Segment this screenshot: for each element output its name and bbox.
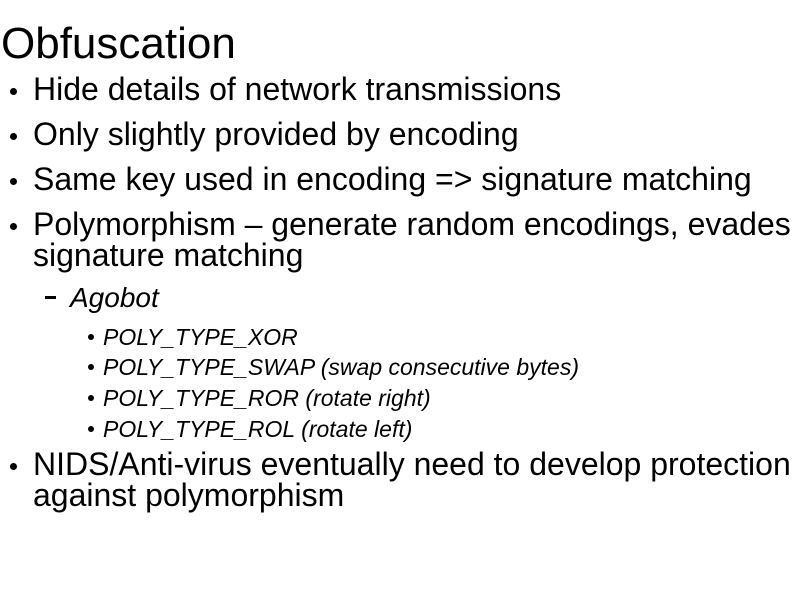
bullet-item: Same key used in encoding => signature m… — [33, 161, 752, 197]
bullet-dot-icon — [88, 395, 94, 401]
bullet-item: Hide details of network transmissions — [33, 71, 562, 107]
sub-sub-bullet-item: POLY_TYPE_XOR — [103, 324, 298, 350]
slide-title: Obfuscation — [1, 19, 236, 68]
bullet-dot-icon — [88, 364, 94, 370]
sub-sub-bullet-item: POLY_TYPE_ROL (rotate left) — [103, 416, 413, 442]
bullet-dot-icon — [10, 178, 17, 185]
bullet-dot-icon — [10, 463, 17, 470]
bullet-line: Polymorphism – generate random encodings… — [33, 206, 791, 242]
bullet-dot-icon — [10, 88, 17, 95]
bullet-line: against polymorphism — [33, 477, 345, 513]
bullet-line: signature matching — [33, 237, 304, 273]
bullet-dot-icon — [88, 426, 94, 432]
bullet-dot-icon — [10, 133, 17, 140]
dash-bullet-icon — [45, 296, 56, 299]
bullet-dot-icon — [10, 223, 17, 230]
sub-sub-bullet-item: POLY_TYPE_SWAP (swap consecutive bytes) — [103, 354, 579, 380]
bullet-item: NIDS/Anti-virus eventually need to devel… — [33, 446, 791, 513]
bullet-line: NIDS/Anti-virus eventually need to devel… — [33, 446, 791, 482]
bullet-item: Only slightly provided by encoding — [33, 116, 519, 152]
bullet-item: Polymorphism – generate random encodings… — [33, 206, 791, 273]
sub-sub-bullet-item: POLY_TYPE_ROR (rotate right) — [103, 385, 431, 411]
sub-bullet-item: Agobot — [70, 282, 159, 313]
bullet-dot-icon — [88, 334, 94, 340]
